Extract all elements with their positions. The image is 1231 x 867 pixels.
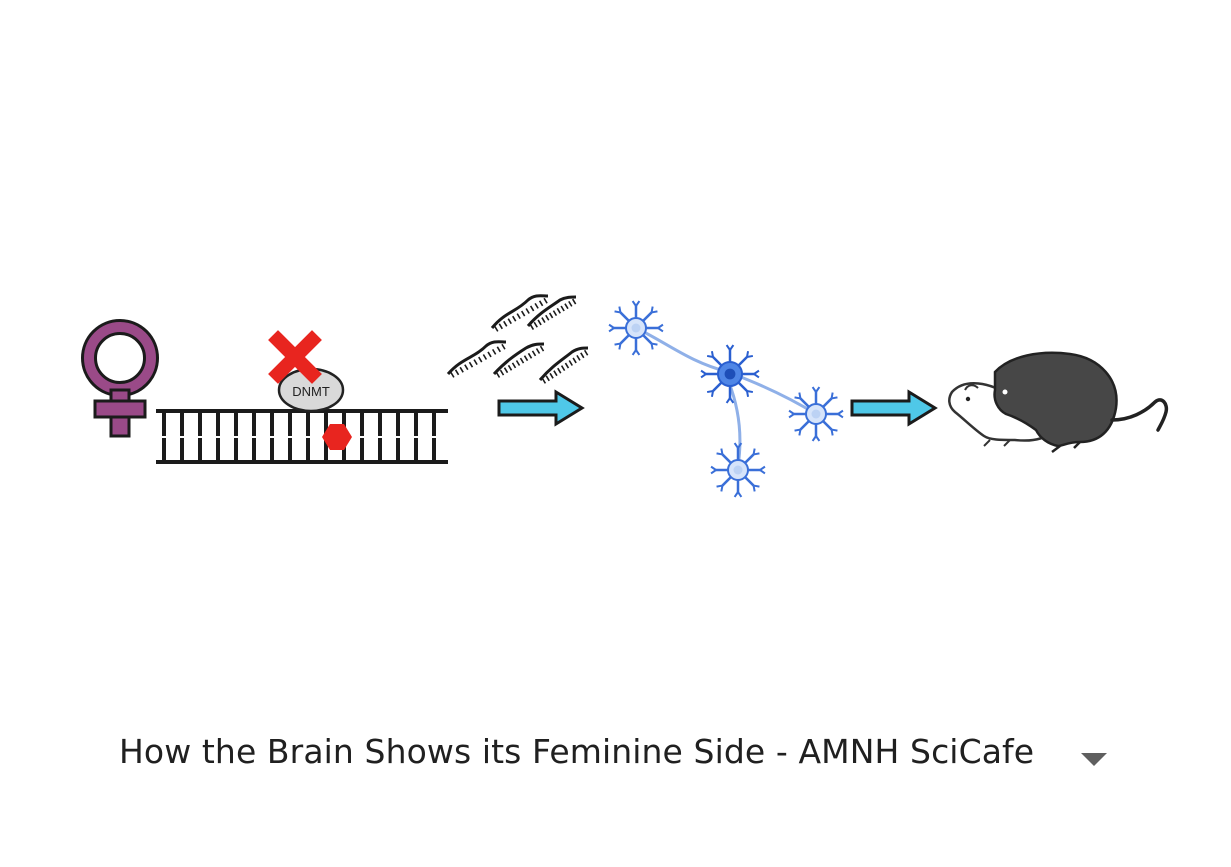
rna-transcripts <box>446 294 589 384</box>
dna-ladder <box>156 409 448 464</box>
video-info-bar: How the Brain Shows its Feminine Side - … <box>0 700 1231 810</box>
cyan-arrow-icon <box>497 389 585 427</box>
chevron-down-icon <box>1081 753 1107 766</box>
expand-description-button[interactable] <box>1072 738 1116 782</box>
cyan-arrow-icon <box>850 389 938 427</box>
methyl-mark <box>322 424 352 450</box>
dnmt-label: DNMT <box>292 384 330 399</box>
rat-illustration <box>948 351 1169 453</box>
video-frame-illustration: DNMT <box>81 294 1169 498</box>
red-x-icon <box>268 330 322 384</box>
video-title[interactable]: How the Brain Shows its Feminine Side - … <box>119 732 1035 771</box>
neuron-network <box>608 300 844 498</box>
video-player[interactable]: DNMT <box>0 0 1231 700</box>
female-symbol-icon <box>81 319 159 438</box>
